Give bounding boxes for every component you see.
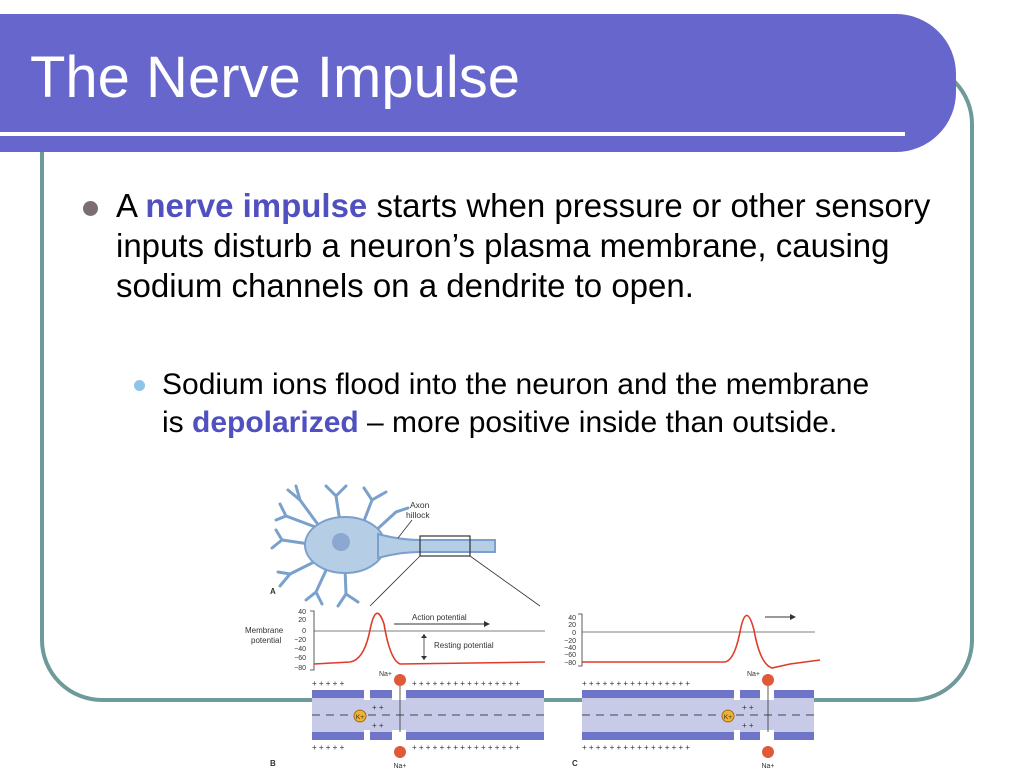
neuron-illustration: Axon hillock A (270, 484, 541, 608)
k-label: K+ (724, 714, 732, 721)
panel-b-label: B (270, 759, 276, 768)
slide-title: The Nerve Impulse (30, 45, 520, 110)
bullet-dot-icon (83, 201, 98, 216)
bullet1-highlight: nerve impulse (145, 187, 368, 224)
k-label: K+ (356, 714, 364, 721)
tick-label: 20 (298, 617, 306, 624)
tick-label: −60 (294, 655, 306, 662)
ylabel-potential: potential (251, 636, 281, 645)
panel-c: 40 20 0 −20 −40 −60 −80 + + + + + + + + … (564, 613, 821, 768)
tick-label: 0 (572, 630, 576, 637)
resting-potential-label: Resting potential (434, 641, 494, 650)
tick-label: −40 (564, 645, 576, 652)
outside-charge-row: + + + + + + + + + + + + + + + + (412, 679, 520, 688)
bullet2-text-post: – more positive inside than outside. (358, 406, 838, 439)
bullet1-text-post: starts when pressure or other sensory in… (116, 187, 931, 304)
outside-charge-row: + + + + + + + + + + + + + + + + (582, 679, 690, 688)
bullet2-highlight: depolarized (192, 406, 359, 439)
depolarized-charge: + + (742, 721, 754, 730)
tick-label: −80 (294, 665, 306, 672)
depolarized-charge: + + (372, 703, 384, 712)
tick-label: −40 (294, 646, 306, 653)
tick-label: 40 (298, 609, 306, 616)
na-label: Na+ (379, 671, 392, 678)
inside-charge-row: + + + + + + + + + + + + + + + + (412, 743, 520, 752)
depolarized-charge: + + (742, 703, 754, 712)
na-label: Na+ (747, 671, 760, 678)
tick-label: −80 (564, 660, 576, 667)
hillock-label: hillock (406, 510, 430, 520)
tick-label: 0 (302, 628, 306, 635)
ylabel-membrane: Membrane (245, 626, 284, 635)
bullet-nerve-impulse: A nerve impulse starts when pressure or … (116, 186, 936, 306)
sub-bullet-depolarized: Sodium ions flood into the neuron and th… (162, 366, 882, 442)
inside-charge-row: + + + + + (312, 743, 345, 752)
na-label: Na+ (393, 763, 406, 768)
bullet2-text-pre: Sodium ions flood into the neuron and th… (162, 368, 870, 439)
bullet1-text-pre: A (116, 187, 146, 224)
action-potential-label: Action potential (412, 613, 467, 622)
title-bar (0, 14, 956, 152)
na-label: Na+ (761, 763, 774, 768)
sub-bullet-dot-icon (134, 380, 145, 391)
inside-charge-row: + + + + + + + + + + + + + + + + (582, 743, 690, 752)
panel-c-label: C (572, 759, 578, 768)
tick-label: 20 (568, 622, 576, 629)
panel-a-label: A (270, 587, 276, 596)
panel-b: Membrane potential 40 20 0 −20 −40 −60 −… (245, 609, 546, 768)
axon-label: Axon (410, 500, 430, 510)
tick-label: −20 (564, 638, 576, 645)
tick-label: 40 (568, 615, 576, 622)
title-underline (0, 132, 905, 136)
outside-charge-row: + + + + + (312, 679, 345, 688)
depolarized-charge: + + (372, 721, 384, 730)
tick-label: −60 (564, 652, 576, 659)
nerve-impulse-figure: Axon hillock A Membrane potential 40 20 … (245, 484, 821, 768)
tick-label: −20 (294, 637, 306, 644)
